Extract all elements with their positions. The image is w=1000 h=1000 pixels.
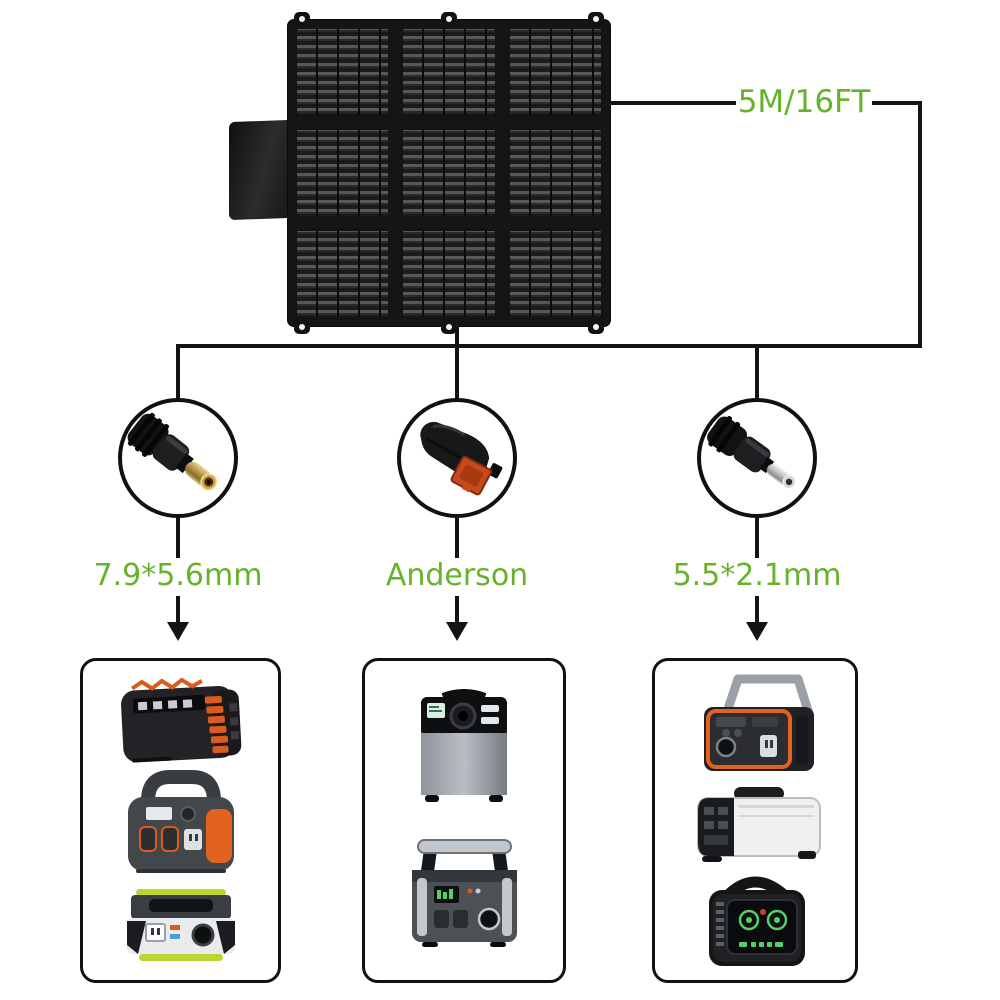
cable-line-right-vertical [918, 101, 922, 348]
grommet-icon [294, 12, 310, 26]
label-stub-2 [455, 516, 459, 558]
connector-circle-7-9x5-6 [118, 398, 238, 518]
silver-horizontal-power-station [696, 786, 821, 862]
connector-circle-anderson [397, 398, 517, 518]
white-green-power-station [126, 889, 235, 962]
down-arrow-icon [446, 622, 468, 641]
grommet-icon [294, 320, 310, 334]
solar-panel-section [401, 128, 497, 218]
grommet-icon [441, 12, 457, 26]
branch-line-2 [455, 348, 459, 400]
silver-handle-power-station [411, 839, 517, 948]
arrow-shaft-3 [755, 596, 759, 622]
gray-tower-power-station [421, 688, 507, 802]
grommet-icon [588, 320, 604, 334]
solar-panel-section [401, 27, 497, 117]
label-stub-1 [176, 516, 180, 558]
down-arrow-icon [167, 622, 189, 641]
solar-panel [288, 12, 610, 334]
solar-panel-section [507, 128, 603, 218]
compatible-products-box-3 [652, 658, 858, 983]
dc-plug-silver-tip-icon [707, 416, 796, 489]
connector-circle-5-5x2-1 [697, 398, 817, 518]
branch-line-3 [755, 348, 759, 400]
grommet-icon [588, 12, 604, 26]
dc-plug-gold-tip-icon [127, 412, 218, 491]
panel-drop-line [455, 326, 459, 344]
solar-panel-section [507, 27, 603, 117]
branch-line-1 [176, 348, 180, 400]
connector-label-2: Anderson [385, 558, 529, 593]
distribution-line [176, 344, 922, 348]
orange-side-arch-handle-power-station [127, 769, 234, 873]
solar-panel-section [401, 229, 497, 319]
label-stub-3 [755, 516, 759, 558]
solar-panel-section [507, 229, 603, 319]
solar-panel-section [295, 128, 391, 218]
orange-trim-metal-handle-power-station [703, 674, 814, 771]
connector-label-3: 5.5*2.1mm [672, 558, 842, 593]
grommet-icon [441, 320, 457, 334]
arrow-shaft-1 [176, 596, 180, 622]
arrow-shaft-2 [455, 596, 459, 622]
connector-label-1: 7.9*5.6mm [93, 558, 263, 593]
cable-line-top-left [610, 101, 736, 105]
cable-line-top-right [872, 101, 922, 105]
cable-length-label: 5M/16FT [737, 84, 871, 120]
compatible-products-box-2 [362, 658, 566, 983]
down-arrow-icon [746, 622, 768, 641]
compatible-products-box-1 [80, 658, 281, 983]
solar-panel-section [295, 27, 391, 117]
black-orange-power-station [120, 677, 241, 763]
solar-panel-folded-flap [229, 119, 291, 221]
anderson-plug-icon [420, 421, 503, 496]
rugged-green-accent-power-station [708, 876, 805, 967]
solar-panel-section [295, 229, 391, 319]
